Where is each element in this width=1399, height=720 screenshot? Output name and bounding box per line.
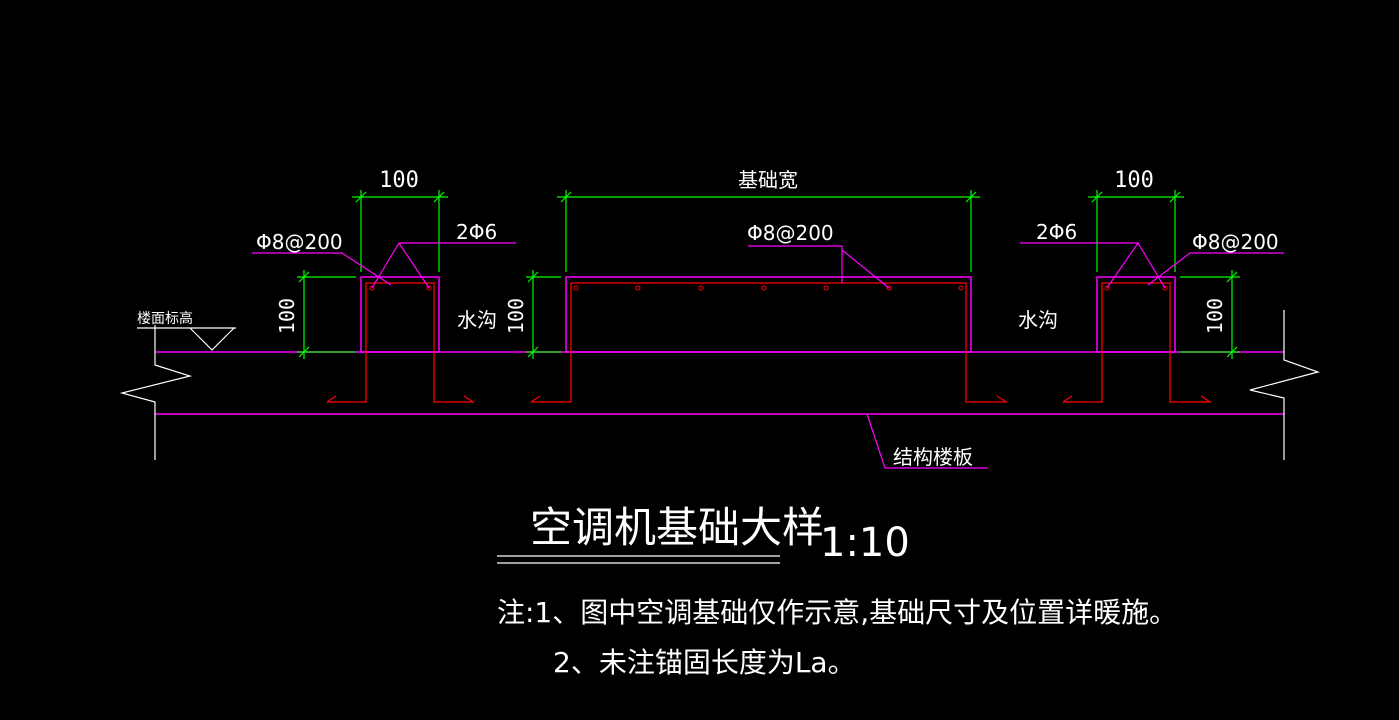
left-curb-hook [326,395,337,403]
middle-base-bar [698,285,704,291]
floor-level-marker [137,327,236,351]
leader-lines [252,242,1284,469]
label-middle-stirrup: Φ8@200 [747,221,834,245]
middle-base-stirrup [531,282,1009,403]
right-curb-stirrup [1063,282,1213,403]
dim-left-height: 100 [275,298,299,334]
label-floor-level: 楼面标高 [137,310,193,327]
right-curb-bar [1162,285,1168,291]
middle-stirrup-leader-2 [841,249,890,289]
middle-base [530,276,1009,403]
left-stirrup-leader [252,252,392,286]
dim-middle-top: 基础宽 [738,168,798,192]
label-right-stirrup: Φ8@200 [1192,230,1279,254]
middle-base-outline [565,276,972,353]
label-left-bars: 2Φ6 [456,220,497,244]
left-bars-leader [371,242,516,289]
label-right-bars: 2Φ6 [1036,220,1077,244]
left-break-line [119,325,193,460]
middle-base-bar [635,285,641,291]
label-slab: 结构楼板 [893,445,973,469]
dim-left-top: 100 [379,168,419,193]
label-gutter-right: 水沟 [1018,308,1058,332]
middle-base-bar [573,285,579,291]
right-curb-outline [1096,276,1176,353]
left-curb [326,276,476,403]
dim-middle-height: 100 [504,298,528,334]
note-line-1: 注:1、图中空调基础仅作示意,基础尺寸及位置详暖施。 [497,596,1177,629]
middle-base-bar [958,285,964,291]
right-curb-bar [1104,285,1110,291]
middle-base-bar [823,285,829,291]
left-bars-leader-2 [398,242,430,289]
title-underline [497,555,780,564]
middle-base-hook [530,395,541,403]
floor-slab [155,351,1284,415]
middle-base-bar [761,285,767,291]
left-curb-outline [360,276,440,353]
break-lines [119,310,1321,460]
left-curb-bar [426,285,432,291]
slab-leader [866,413,988,469]
left-curb-bar [369,285,375,291]
left-curb-stirrup [327,282,476,403]
right-bars-leader [1020,242,1140,289]
right-curb [1062,276,1213,403]
dim-right-top: 100 [1114,168,1154,193]
right-curb-hook [1062,395,1073,403]
right-bars-leader-2 [1137,242,1166,289]
note-line-2: 2、未注锚固长度为La。 [553,646,856,679]
right-stirrup-leader [1147,252,1284,286]
drawing-title: 空调机基础大样 [530,503,824,552]
dimension-lines [297,190,1240,359]
dim-right-height: 100 [1203,298,1227,334]
middle-base-bar [886,285,892,291]
label-gutter-left: 水沟 [457,308,497,332]
middle-stirrup-leader [748,245,843,283]
label-left-stirrup: Φ8@200 [256,230,343,254]
right-break-line [1249,310,1321,460]
drawing-scale: 1:10 [820,520,910,566]
